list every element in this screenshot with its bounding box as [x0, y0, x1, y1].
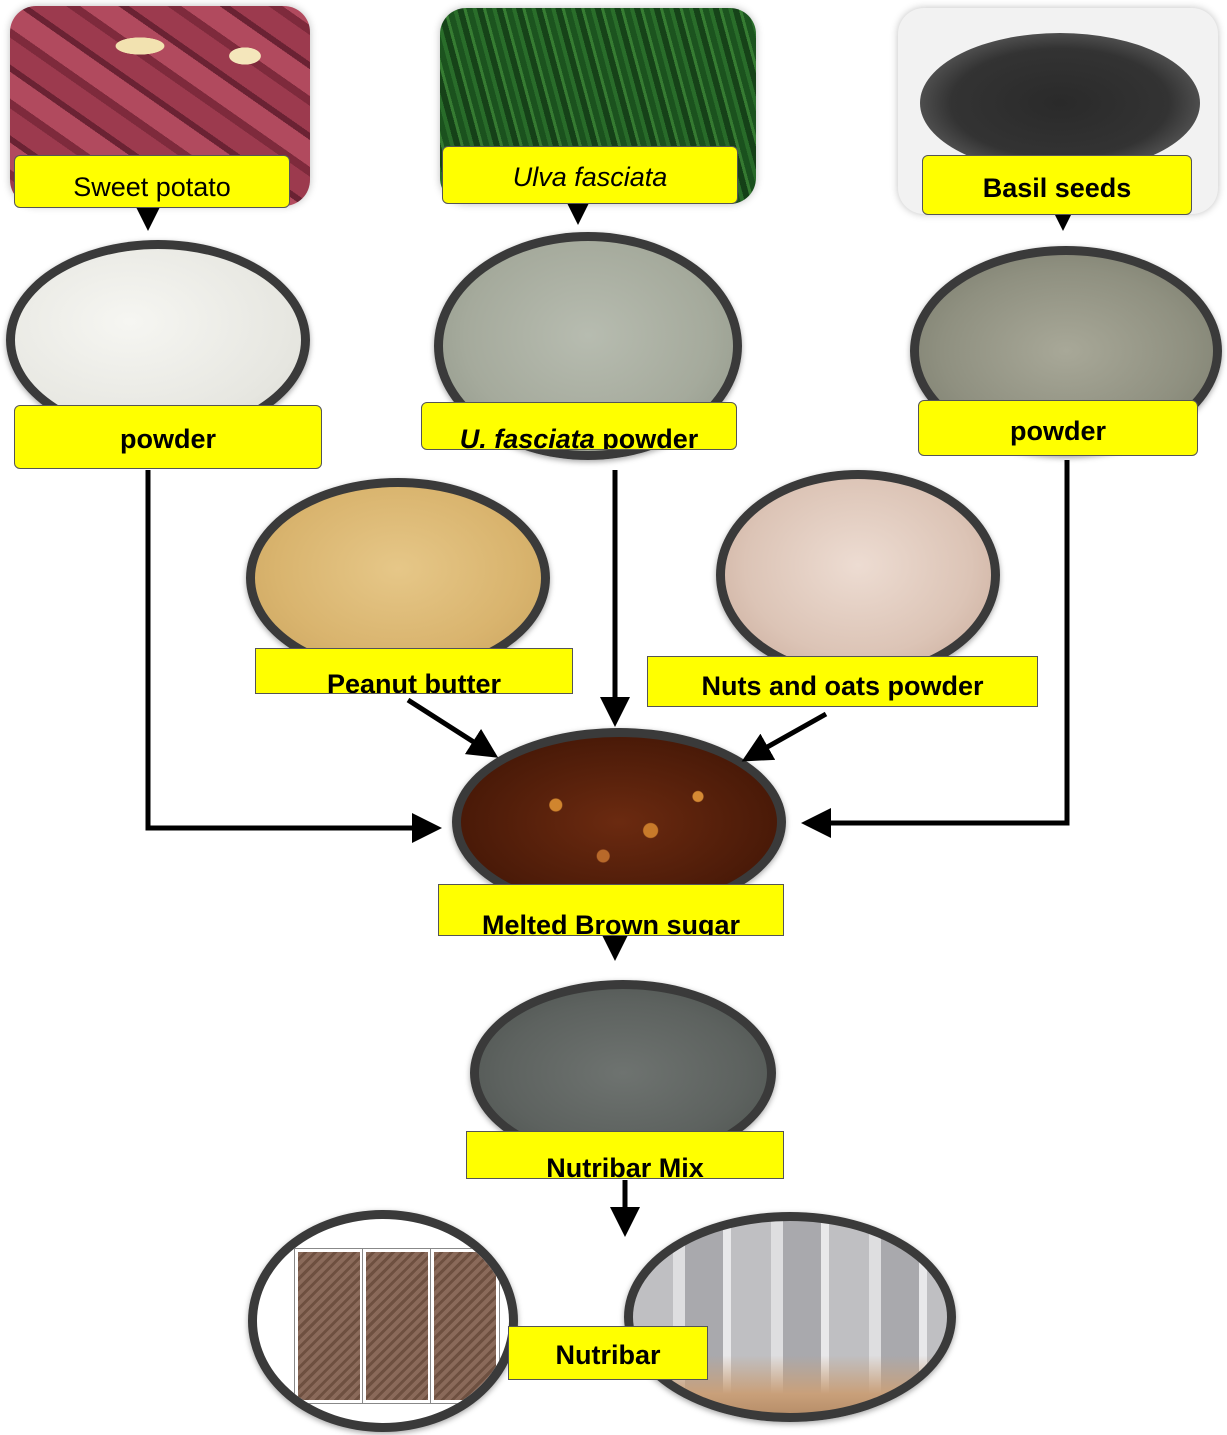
nuts-oats-powder-label: Nuts and oats powder [647, 656, 1038, 707]
peanut-butter-label: Peanut butter [255, 648, 573, 694]
arrow-nuts-oats-to-sugar [746, 714, 826, 759]
melted-brown-sugar-label: Melted Brown sugar [438, 884, 784, 936]
u-fasciata-italic: U. fasciata [460, 424, 595, 450]
sweet-potato-powder-label: powder [14, 405, 322, 469]
nutribar-label: Nutribar [508, 1326, 708, 1380]
ulva-fasciata-label: Ulva fasciata [442, 146, 738, 204]
arrow-peanut-butter-to-sugar [408, 700, 494, 755]
basil-seeds-label: Basil seeds [922, 155, 1192, 215]
arrow-basil-powder-to-sugar [806, 460, 1067, 823]
u-fasciata-powder-label: U. fasciata powder [421, 402, 737, 450]
u-fasciata-powder-rest: powder [595, 424, 699, 450]
basil-powder-label: powder [918, 400, 1198, 456]
nutribar-mix-label: Nutribar Mix [466, 1131, 784, 1179]
sweet-potato-label: Sweet potato [14, 155, 290, 208]
